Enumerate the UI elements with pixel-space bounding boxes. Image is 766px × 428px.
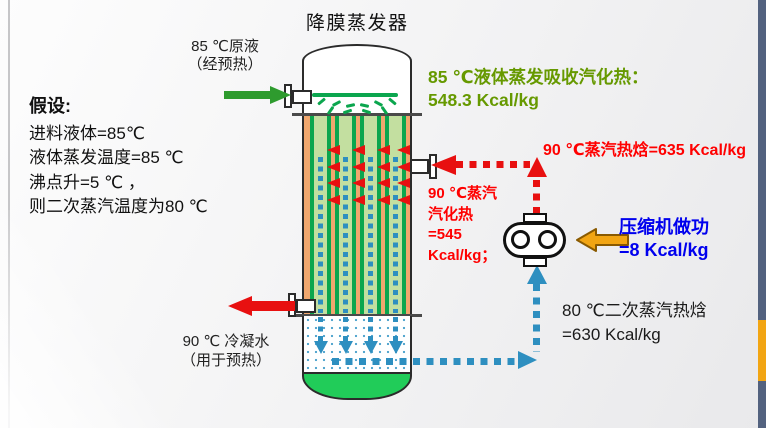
condensate-line2: （用于预热） — [180, 351, 271, 369]
secondary-steam-line2: =630 Kcal/kg — [562, 324, 661, 344]
condensate-label: 90 ℃ 冷凝水 （用于预热） — [168, 333, 284, 370]
vapor-path-horizontal — [332, 358, 518, 365]
assumption-line2: 液体蒸发温度=85 ℃ — [29, 148, 184, 167]
steam-latent-line2: 汽化热 — [428, 205, 474, 223]
scrollbar-track[interactable] — [758, 0, 766, 428]
liquid-distributor — [312, 93, 398, 97]
condensate-line1: 90 ℃ 冷凝水 — [182, 333, 270, 350]
vapor-down-stem — [318, 317, 323, 341]
heat-arrow-icon — [327, 178, 340, 188]
evaporation-heat-label: 85 ℃液体蒸发吸收汽化热： 548.3 Kcal/kg — [428, 66, 649, 112]
tubesheet-bottom — [292, 314, 422, 317]
steam-latent-line1: 90 ℃蒸汽 — [428, 185, 498, 202]
heat-arrow-icon — [397, 178, 410, 188]
heat-arrow-icon — [397, 145, 410, 155]
vapor-down-arrow-icon — [314, 341, 328, 354]
feed-nozzle — [292, 90, 312, 104]
steam-latent-line4: Kcal/kg； — [428, 246, 497, 264]
diagram-title: 降膜蒸发器 — [306, 13, 409, 34]
heat-arrow-icon — [352, 195, 365, 205]
vapor-dotted-line — [393, 157, 398, 313]
heat-arrow-icon — [352, 145, 365, 155]
assumption-line4: 则二次蒸汽温度为80 ℃ — [29, 197, 208, 216]
steam-latent-line3: =545 — [428, 226, 462, 243]
vapor-down-stem — [393, 317, 398, 341]
steam-latent-heat-label: 90 ℃蒸汽 汽化热 =545 Kcal/kg； — [428, 184, 497, 266]
steam-path-vertical — [533, 180, 540, 216]
vapor-dotted-line — [343, 157, 348, 313]
vapor-dotted-line — [368, 157, 373, 313]
evaporation-heat-line2: 548.3 Kcal/kg — [428, 90, 539, 110]
compressor-work-label: 压缩机做功 =8 Kcal/kg — [619, 216, 709, 262]
heat-arrow-icon — [327, 162, 340, 172]
heat-arrow-icon — [352, 178, 365, 188]
feed-label: 85 ℃原液 （经预热） — [168, 38, 282, 73]
compressor-bottom-port — [523, 257, 547, 267]
steam-inlet-nozzle — [410, 159, 429, 174]
feed-label-line2: （经预热） — [187, 55, 263, 73]
assumption-line3: 沸点升=5 ℃ ， — [29, 172, 145, 192]
vapor-down-arrow-icon — [364, 341, 378, 354]
condensate-arrow-icon — [228, 296, 296, 321]
heat-arrow-icon — [397, 195, 410, 205]
assumptions-block: 假设: 进料液体=85℃ 液体蒸发温度=85 ℃ 沸点升=5 ℃ ， 则二次蒸汽… — [29, 94, 208, 220]
assumption-line1: 进料液体=85℃ — [29, 123, 145, 143]
steam-path-horizontal — [456, 161, 530, 168]
heat-arrow-icon — [352, 162, 365, 172]
vapor-path-up-arrow-icon — [527, 265, 547, 284]
heat-arrow-icon — [377, 178, 390, 188]
heat-arrow-icon — [327, 145, 340, 155]
vapor-down-stem — [343, 317, 348, 341]
vapor-path-vertical — [533, 284, 540, 352]
vapor-path-right-arrow-icon — [518, 351, 537, 369]
secondary-steam-enthalpy-label: 80 ℃二次蒸汽热焓 =630 Kcal/kg — [562, 299, 707, 346]
compressor-work-arrow-icon — [575, 226, 631, 259]
steam-path-up-arrow-icon — [527, 157, 547, 177]
compressor-lobe-right — [538, 230, 557, 249]
heat-arrow-icon — [327, 195, 340, 205]
compressor-work-line2: =8 Kcal/kg — [619, 240, 709, 260]
heat-arrow-icon — [377, 162, 390, 172]
compressor-work-line1: 压缩机做功 — [619, 217, 709, 237]
heat-arrow-icon — [377, 145, 390, 155]
vapor-down-stem — [368, 317, 373, 341]
feed-label-line1: 85 ℃原液 — [191, 38, 259, 55]
steam-path-left-arrow-icon — [431, 155, 456, 175]
scrollbar-thumb[interactable] — [758, 320, 766, 381]
heat-arrow-icon — [377, 195, 390, 205]
vapor-down-arrow-icon — [389, 341, 403, 354]
tubesheet-top — [292, 113, 422, 116]
steam-enthalpy-label: 90 ℃蒸汽热焓=635 Kcal/kg — [543, 142, 747, 159]
slide-left-edge — [8, 0, 10, 428]
assumptions-heading: 假设: — [29, 96, 71, 116]
feed-arrow-icon — [224, 86, 292, 109]
heat-arrow-icon — [397, 162, 410, 172]
vapor-down-arrow-icon — [339, 341, 353, 354]
condensate-nozzle — [296, 299, 316, 313]
concentrate-pool — [302, 372, 412, 400]
compressor-lobe-left — [511, 230, 530, 249]
vapor-dotted-line — [318, 157, 323, 313]
secondary-steam-line1: 80 ℃二次蒸汽热焓 — [562, 301, 707, 320]
evaporation-heat-line1: 85 ℃液体蒸发吸收汽化热： — [428, 67, 649, 87]
